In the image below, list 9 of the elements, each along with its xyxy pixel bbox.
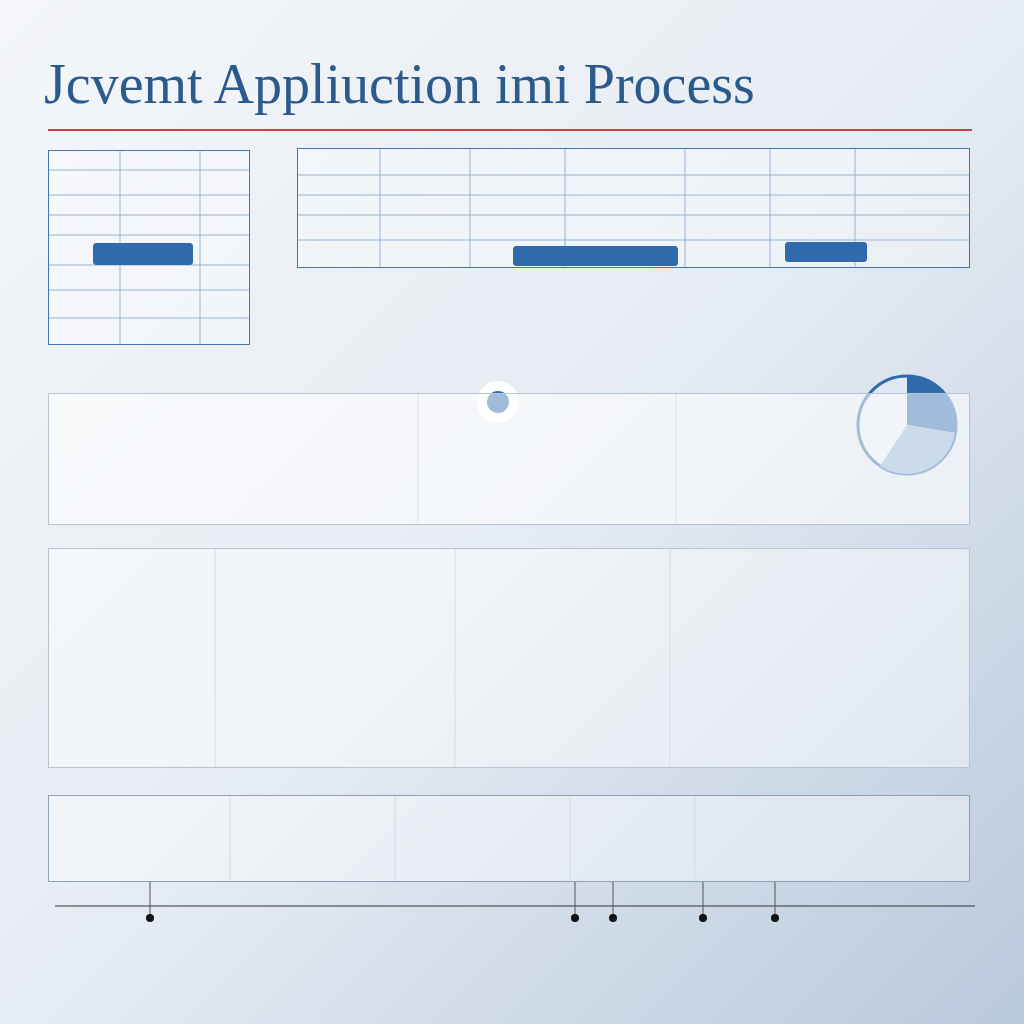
panel-box [48, 150, 250, 345]
tab-bar [785, 242, 867, 262]
tab-bar [93, 243, 193, 265]
panel-box [297, 148, 970, 268]
panel-box [48, 795, 970, 882]
title: Jcvemt Appliuction imi Process [44, 52, 755, 116]
panel-box [48, 548, 970, 768]
tab-bar [513, 246, 678, 266]
panel-box [48, 393, 970, 525]
